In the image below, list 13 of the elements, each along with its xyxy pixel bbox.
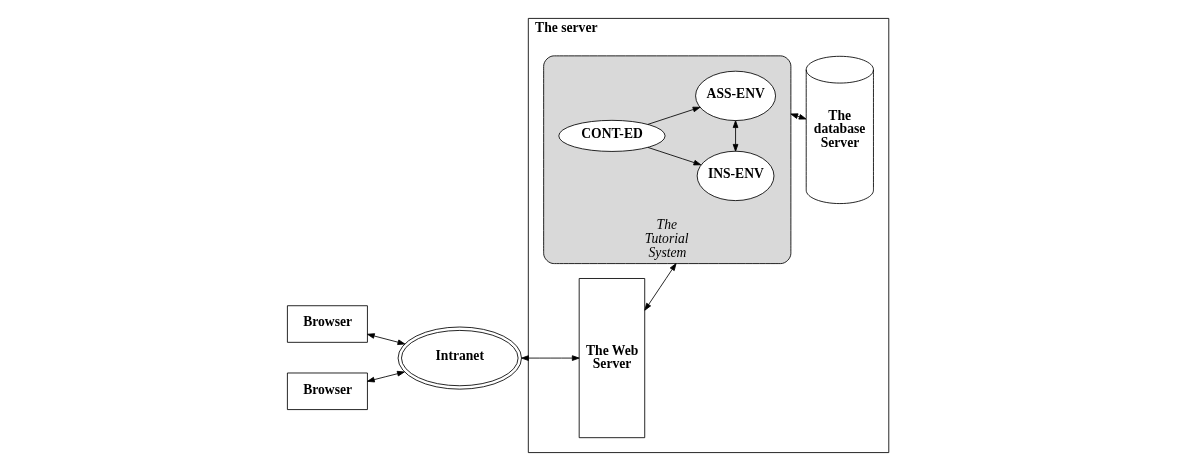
node-box: The Web Server — [578, 278, 646, 439]
node-box: Browser — [287, 305, 368, 343]
arrow — [647, 106, 701, 125]
arrow — [732, 120, 739, 152]
arrow — [367, 370, 405, 383]
arrow — [367, 333, 406, 345]
arrow — [521, 355, 580, 361]
node-ellipse: INS-ENV — [696, 150, 775, 202]
node-box: Browser — [287, 372, 368, 410]
arrow — [644, 263, 677, 311]
node-ellipse: CONT-ED — [558, 119, 666, 152]
arrow — [647, 147, 702, 166]
node-ellipse: ASS-ENV — [695, 70, 776, 121]
